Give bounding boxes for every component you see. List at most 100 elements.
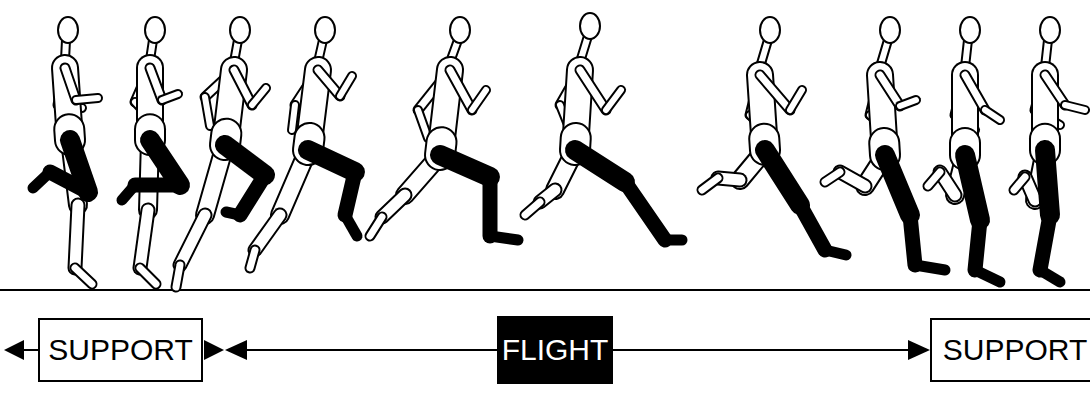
foot (250, 250, 255, 268)
upper-arm-outline (234, 70, 252, 105)
shin-outline (625, 182, 665, 240)
upper-arm (234, 70, 252, 105)
phase-label: SUPPORT (943, 335, 1087, 365)
foot-outline (975, 270, 1000, 282)
runner-head (315, 17, 335, 43)
torso (575, 70, 580, 150)
torso (440, 70, 450, 155)
foot-outline (1014, 177, 1025, 190)
foot-outline (915, 265, 945, 270)
shin-outline (240, 175, 265, 215)
foot-outline (370, 217, 382, 236)
upper-arm (880, 75, 900, 106)
upper-arm-outline (580, 70, 606, 110)
foot-outline (928, 172, 940, 186)
phase-box: SUPPORT (930, 318, 1090, 382)
forearm-outline (606, 90, 621, 110)
runner-figure (525, 13, 682, 240)
shin (140, 210, 148, 268)
foot (825, 172, 840, 182)
upper-arm (1045, 75, 1065, 105)
runner-figure (928, 17, 1000, 282)
forearm (985, 110, 1000, 120)
foot-outline (825, 250, 846, 255)
runner-figure (702, 17, 846, 255)
runner-head (230, 17, 250, 43)
forearm (252, 88, 266, 105)
runner-head (760, 17, 780, 43)
foot (176, 265, 180, 287)
foot (1014, 177, 1025, 190)
forearm (340, 76, 352, 96)
runner-head (450, 17, 470, 43)
forearm-outline (1065, 105, 1085, 110)
upper-arm-outline (880, 75, 900, 106)
forearm (162, 94, 178, 100)
upper-arm (760, 75, 790, 110)
shin-outline (255, 215, 280, 250)
foot-outline (525, 202, 540, 215)
torso-outline (575, 70, 580, 150)
forearm (900, 100, 916, 106)
forearm-outline (292, 105, 295, 130)
upper-arm (65, 68, 76, 100)
phase-label: FLIGHT (502, 335, 609, 365)
shin (75, 205, 78, 268)
runner-head (58, 17, 78, 43)
upper-arm-outline (760, 75, 790, 110)
thigh-outline (885, 155, 910, 215)
runner-figure (33, 17, 98, 284)
arrow-head (204, 340, 224, 360)
foot-outline (665, 235, 682, 246)
foot-outline (702, 178, 718, 190)
upper-arm (965, 75, 985, 110)
forearm-outline (162, 94, 178, 100)
shin-outline (1040, 215, 1050, 270)
runner-figure (1014, 17, 1085, 282)
thigh-outline (440, 155, 490, 177)
shin-outline (135, 178, 180, 193)
shin-outline (800, 205, 825, 250)
forearm (790, 90, 802, 110)
thigh-outline (308, 150, 355, 172)
phase-connector-group (613, 340, 930, 360)
foot-outline (140, 268, 156, 284)
runner-figure (825, 17, 945, 270)
torso-outline (225, 70, 234, 145)
forearm-outline (985, 110, 1000, 120)
foot (140, 268, 156, 284)
forearm (292, 105, 295, 130)
upper-arm (580, 70, 606, 110)
foot (370, 217, 382, 236)
upper-arm-outline (150, 68, 162, 100)
runner-figures (33, 13, 1085, 287)
forearm-outline (76, 98, 98, 100)
thigh-outline (965, 155, 980, 220)
runner-head (1040, 17, 1060, 43)
foot-outline (176, 265, 180, 287)
shin-outline (345, 172, 355, 215)
torso (308, 70, 318, 150)
phase-connector-group (225, 340, 497, 360)
forearm (606, 90, 621, 110)
forearm (1065, 105, 1085, 110)
forearm-outline (252, 88, 266, 105)
foot-outline (490, 236, 518, 240)
forearm (472, 90, 486, 110)
arrow-head (4, 340, 24, 360)
shin (180, 215, 205, 265)
shin-outline (50, 172, 88, 192)
forearm-outline (340, 76, 352, 96)
foot (75, 268, 92, 284)
foot (525, 202, 540, 215)
runner-head (960, 17, 980, 43)
foot-outline (345, 215, 357, 236)
torso-outline (308, 70, 318, 150)
shin-outline (180, 215, 205, 265)
forearm-outline (418, 110, 428, 138)
runner-figure (122, 17, 180, 284)
foot-outline (226, 212, 240, 215)
ground-line (0, 289, 1090, 291)
thigh-outline (765, 150, 800, 205)
shin-outline (910, 215, 915, 265)
